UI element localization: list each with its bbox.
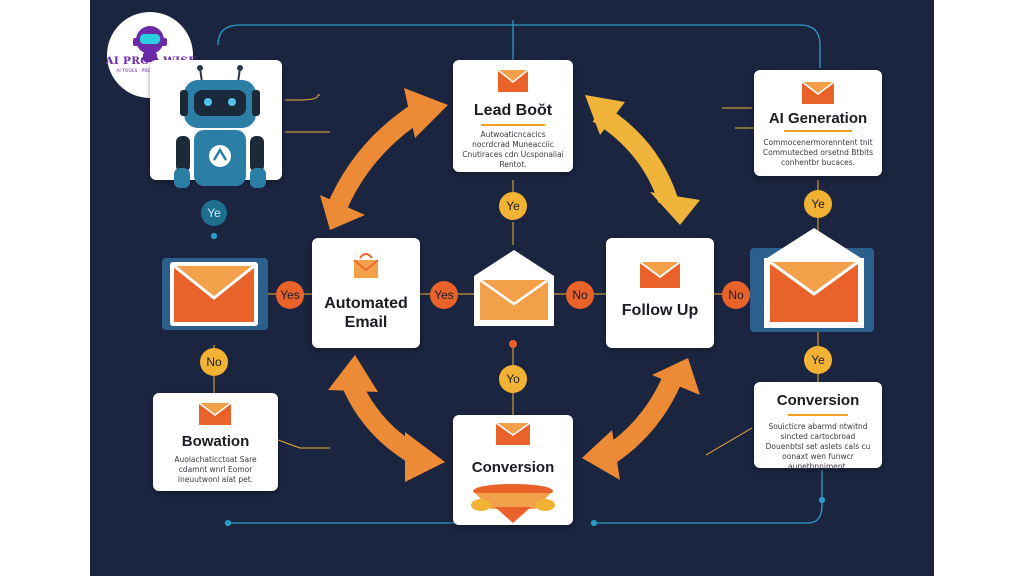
automated-email-card: Automated Email [312, 238, 420, 348]
badge-mid-yes: Yes [430, 281, 458, 309]
envelope-icon [801, 81, 835, 104]
conversion-right-text: Souicticre abarmd ntwitnd sincted cartoc… [765, 422, 871, 471]
bowation-card: Bowation Auolachaticctoat Sare cdamnt wn… [153, 393, 278, 491]
automated-email-title: Automated Email [324, 295, 408, 331]
badge-right-bottom-yes: Ye [804, 346, 832, 374]
conversion-center-card: Conversion [453, 415, 573, 525]
envelope-icon [639, 261, 681, 288]
lead-boot-card: Lead Boŏt Autwoaticncacics nocrdcrad Mun… [453, 60, 573, 172]
badge-right-no: No [722, 281, 750, 309]
envelope-icon [173, 264, 255, 322]
lead-boot-title: Lead Boŏt [473, 102, 553, 119]
ai-generation-title: AI Generation [768, 110, 868, 127]
follow-up-card: Follow Up [606, 238, 714, 348]
badge-left-no: No [200, 348, 228, 376]
robot-card [150, 60, 282, 188]
right-envelope-icon [764, 228, 864, 328]
conversion-right-divider [788, 414, 848, 416]
conversion-right-card: Conversion Souicticre abarmd ntwitnd sin… [754, 382, 882, 471]
robot-icon [174, 65, 266, 188]
badge-robot-yes: Ye [201, 200, 227, 226]
conversion-center-title: Conversion [471, 459, 555, 476]
ai-generation-divider [784, 130, 852, 132]
badge-top-yes: Ye [499, 192, 527, 220]
bowation-title: Bowation [181, 433, 250, 450]
ai-generation-card: AI Generation Commocenermorenntent tnit … [754, 70, 882, 176]
envelope-heart-icon [353, 253, 379, 278]
envelope-icon [198, 402, 232, 425]
funnel-icon [471, 484, 555, 523]
center-envelope-icon [474, 250, 554, 326]
badge-center-yes: Yo [499, 365, 527, 393]
badge-mid-no: No [566, 281, 594, 309]
ai-generation-text: Commocenermorenntent tnit Commutecbed or… [762, 138, 874, 167]
badge-right-top-yes: Ye [804, 190, 832, 218]
robot-mascot-icon [133, 26, 167, 62]
bowation-text: Auolachaticctoat Sare cdamnt wnrl Eomor … [174, 455, 257, 484]
lead-boot-divider [481, 124, 545, 126]
lead-boot-text: Autwoaticncacics nocrdcrad Muneacciic Cn… [462, 130, 564, 169]
envelope-icon [497, 69, 529, 92]
envelope-icon [495, 422, 531, 445]
badge-left-yes: Yes [276, 281, 304, 309]
conversion-right-title: Conversion [776, 392, 860, 409]
follow-up-title: Follow Up [621, 302, 699, 319]
